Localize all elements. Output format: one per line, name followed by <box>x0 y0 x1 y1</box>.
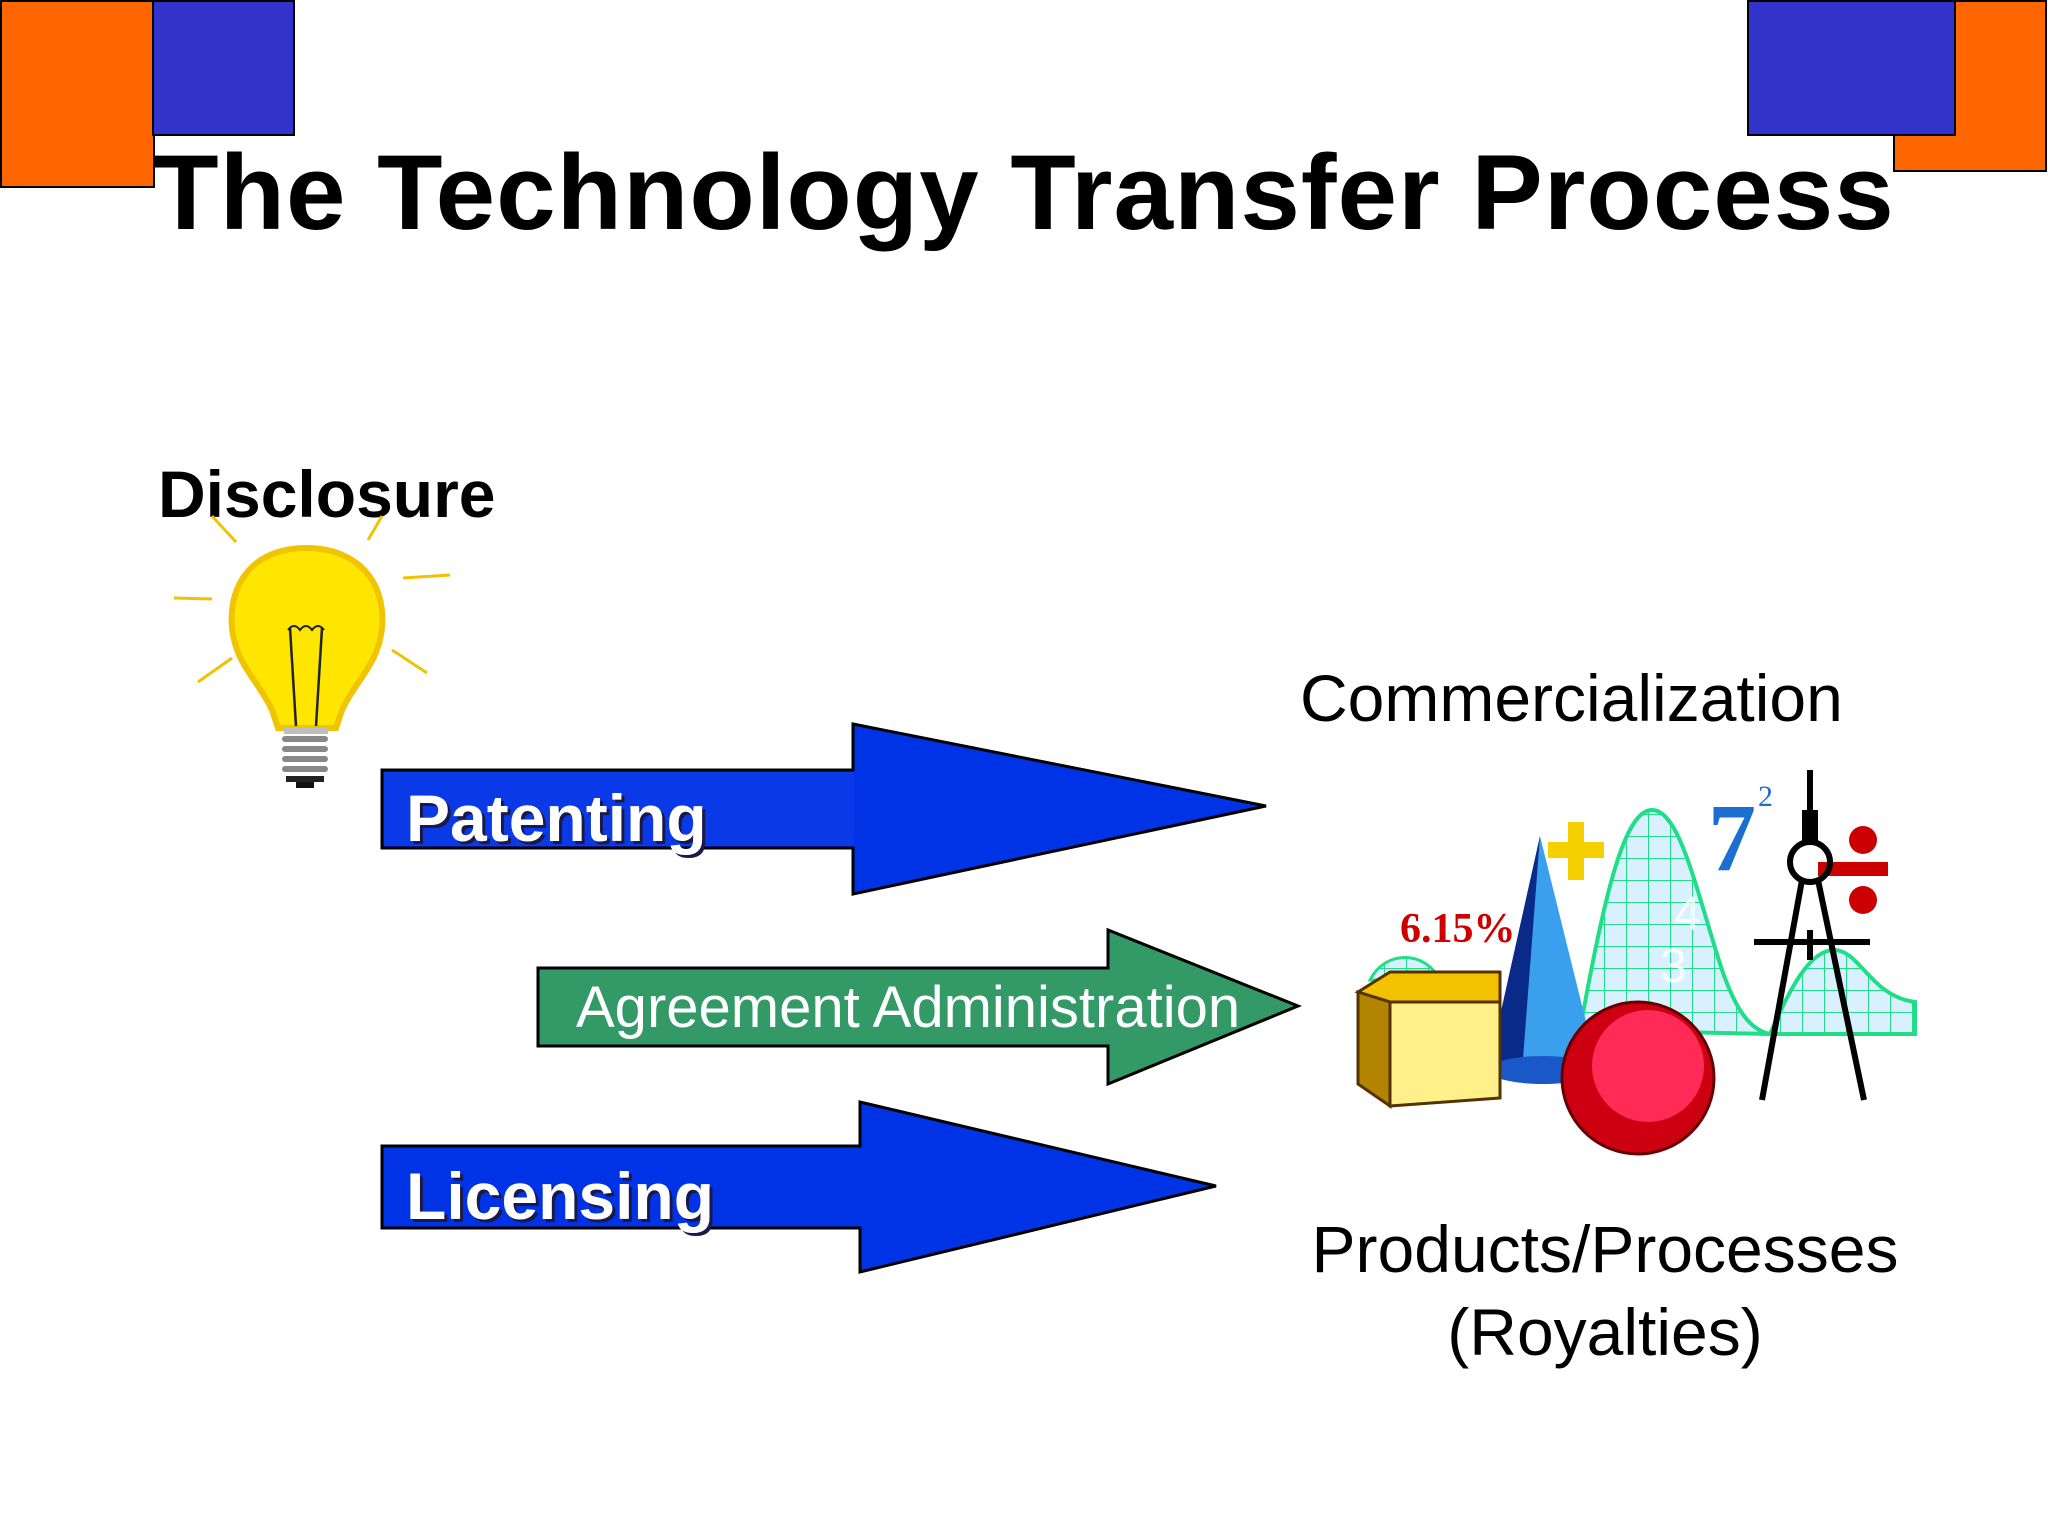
lightbulb-icon <box>173 514 451 788</box>
digit-four: 4 <box>1674 888 1701 941</box>
corner-decoration-right <box>1747 0 2047 172</box>
corner-decoration-left <box>0 0 295 188</box>
commercialization-label: Commercialization <box>1300 661 1843 735</box>
patenting-label: Patenting <box>406 781 707 855</box>
products-label: Products/Processes (Royalties) <box>1280 1208 1930 1373</box>
licensing-arrow <box>380 1100 1217 1274</box>
agreement-label: Agreement Administration <box>576 975 1241 1040</box>
slide-title: The Technology Transfer Process <box>153 132 1895 252</box>
patenting-arrow <box>380 722 1267 896</box>
percent-label: 6.15% <box>1400 906 1516 952</box>
products-line1: Products/Processes <box>1311 1212 1899 1286</box>
number-seven: 7 <box>1708 784 1756 891</box>
licensing-label: Licensing <box>406 1159 715 1233</box>
digit-three: 3 <box>1660 940 1687 993</box>
agreement-arrow <box>536 927 1302 1086</box>
exponent-two: 2 <box>1758 780 1773 813</box>
products-line2: (Royalties) <box>1447 1294 1763 1369</box>
math-shapes-icon: 7 2 4 3 6.15% <box>1354 770 1917 1156</box>
